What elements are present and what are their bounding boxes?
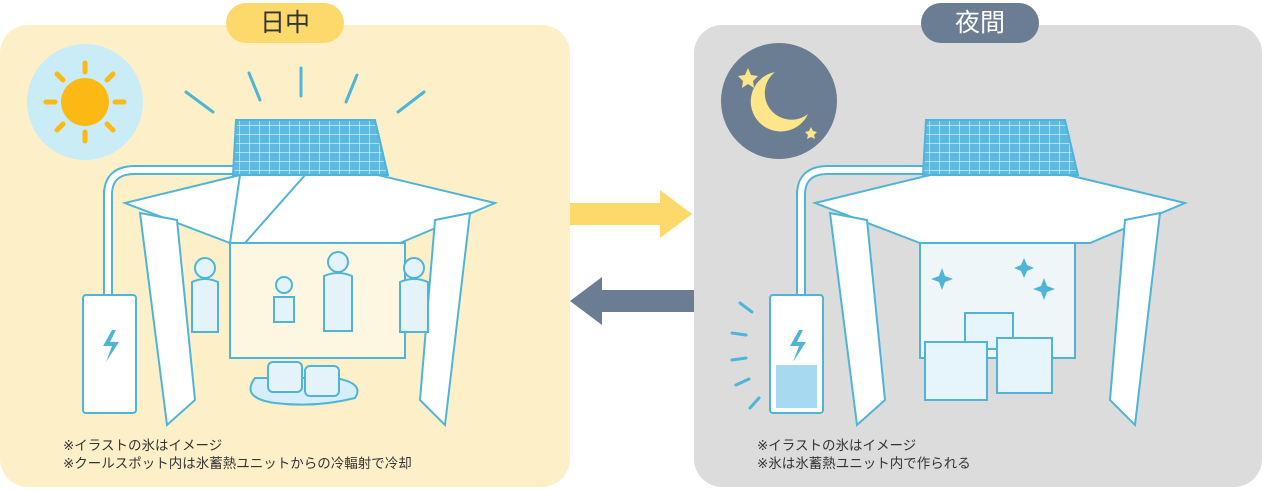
moon-icon [721, 43, 837, 159]
note-line: ※イラストの氷はイメージ [63, 438, 223, 454]
sunlight-rays [184, 66, 426, 114]
daytime-label: 日中 [226, 3, 344, 43]
cool-spot-shelter-day [82, 119, 499, 428]
daytime-notes: ※イラストの氷はイメージ ※クールスポット内は氷蓄熱ユニットからの冷輻射で冷却 [63, 437, 412, 473]
ice-blocks [924, 312, 1053, 401]
note-line: ※氷は氷蓄熱ユニット内で作られる [757, 456, 971, 472]
sun-icon [27, 44, 143, 160]
nighttime-notes: ※イラストの氷はイメージ ※氷は氷蓄熱ユニット内で作られる [757, 437, 971, 473]
arrow-night-to-day [570, 277, 694, 325]
note-line: ※クールスポット内は氷蓄熱ユニットからの冷輻射で冷却 [63, 456, 412, 472]
note-line: ※イラストの氷はイメージ [757, 438, 917, 454]
nighttime-label: 夜間 [921, 3, 1039, 43]
arrow-day-to-night [570, 190, 692, 238]
cool-spot-shelter-night [730, 119, 1189, 428]
sparkle-icon [931, 258, 1055, 300]
